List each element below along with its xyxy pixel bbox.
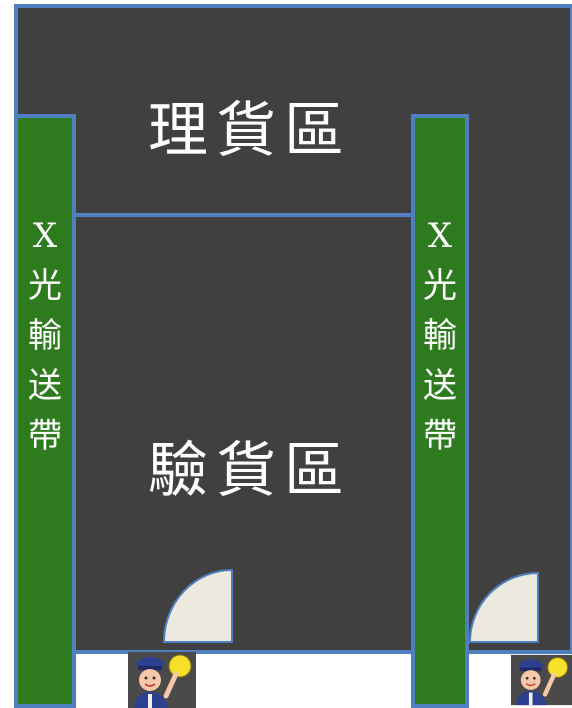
belt-right-char-5: 帶 bbox=[423, 416, 457, 456]
inspection-area bbox=[70, 213, 416, 654]
belt-right-char-4: 送 bbox=[423, 366, 457, 406]
belt-right-char-3: 輸 bbox=[423, 316, 457, 356]
belt-left-char-5: 帶 bbox=[28, 416, 62, 456]
security-guard-icon bbox=[128, 652, 196, 708]
sorting-area-label: 理貨區 bbox=[148, 96, 352, 166]
inspection-area-label: 驗貨區 bbox=[148, 436, 352, 506]
belt-left-char-3: 輸 bbox=[28, 316, 62, 356]
belt-left-char-1: X bbox=[32, 216, 58, 256]
xray-conveyor-left: X 光 輸 送 帶 bbox=[14, 114, 76, 708]
belt-right-char-2: 光 bbox=[423, 266, 457, 306]
door-swing-icon bbox=[468, 571, 539, 643]
belt-right-char-1: X bbox=[427, 216, 453, 256]
belt-left-char-4: 送 bbox=[28, 366, 62, 406]
xray-conveyor-right: X 光 輸 送 帶 bbox=[411, 114, 469, 708]
door-swing-icon bbox=[162, 568, 233, 643]
belt-left-char-2: 光 bbox=[28, 266, 62, 306]
security-guard-icon bbox=[511, 654, 572, 706]
